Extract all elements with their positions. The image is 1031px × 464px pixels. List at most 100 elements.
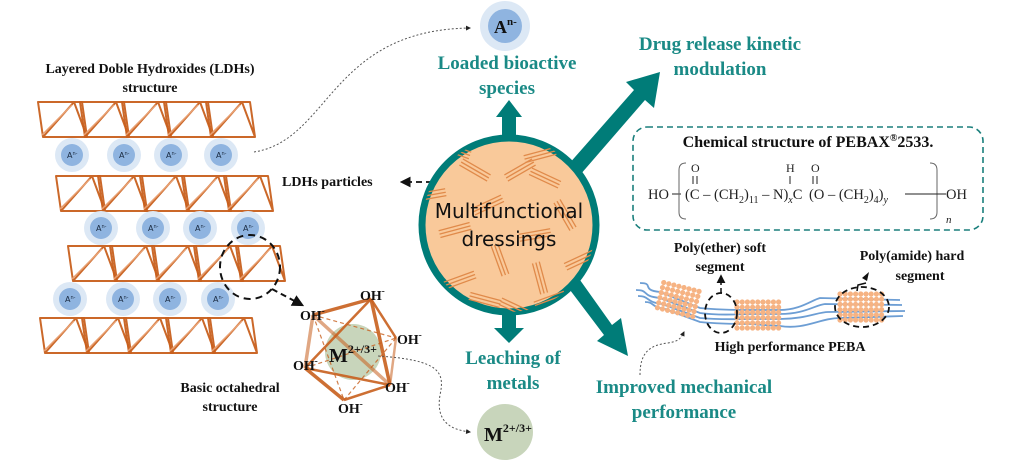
amide-bead — [668, 292, 674, 298]
octahedron-edge — [311, 313, 392, 387]
outcome-leaching: Leaching of metals M2+/3+ — [465, 348, 561, 460]
amide-bead — [776, 320, 782, 326]
octahedron-edge — [303, 314, 315, 369]
formula-ho: HO — [648, 187, 669, 203]
particle-sheet — [422, 191, 446, 199]
octahedral-unit: M2+/3+ OH-OH-OH-OH-OH-OH- Basic octahedr… — [180, 286, 471, 434]
particle-sheet — [469, 295, 501, 305]
amide-bead — [765, 315, 771, 321]
amide-bead — [847, 317, 854, 323]
amide-bead — [853, 296, 859, 302]
amide-bead — [837, 291, 843, 297]
amide-bead — [750, 325, 756, 331]
amide-bead — [666, 302, 672, 308]
zoom-circle — [219, 234, 281, 300]
amide-bead — [863, 301, 869, 307]
amide-bead — [750, 320, 756, 326]
anion-charge: n- — [72, 151, 77, 157]
octahedron-edges — [303, 297, 398, 402]
octahedron-diagonal — [185, 178, 217, 210]
hydroxide-label: OH- — [385, 378, 410, 396]
amide-bead — [868, 307, 874, 313]
amide-bead — [863, 296, 869, 302]
amide-bead — [659, 306, 666, 312]
octahedron-diagonal — [239, 248, 271, 280]
amide-bead — [739, 315, 745, 321]
outcome-mechanical: Improved mechanical performance — [596, 331, 772, 423]
ldh-particle — [490, 243, 510, 277]
anion-core — [210, 144, 232, 166]
particle-sheet — [501, 297, 532, 312]
octahedron-diagonal — [85, 320, 117, 352]
particle-sheet — [439, 225, 471, 235]
octahedron-diagonal — [71, 248, 103, 280]
dressing-label-line2: dressings — [462, 227, 557, 251]
amide-bead — [853, 312, 859, 318]
formula-n: n — [946, 214, 952, 226]
particle-sheet — [531, 167, 562, 183]
anion-charge: n- — [221, 151, 226, 157]
amide-bead — [879, 312, 885, 318]
particle-sheet — [528, 173, 559, 189]
amide-bead — [868, 312, 874, 318]
anion-label: An- — [67, 151, 78, 160]
amide-bead — [842, 317, 848, 323]
brucite-layer — [67, 245, 286, 282]
anion-core — [160, 144, 182, 166]
amide-bead — [696, 288, 702, 294]
dressing-label-line1: Multifunctional — [435, 199, 583, 223]
amide-bead — [671, 303, 677, 310]
ldh-particle — [459, 158, 491, 182]
anion-core — [61, 144, 83, 166]
amide-bead — [858, 296, 864, 302]
particle-sheet — [440, 228, 472, 239]
anion-label: An- — [65, 295, 76, 304]
amide-bead — [672, 298, 678, 305]
carbonyl-o-1: O — [691, 161, 700, 175]
ldh-particle — [498, 297, 532, 312]
particle-sheet — [443, 270, 475, 283]
ldh-particle — [422, 188, 447, 202]
hydroxide-charge: - — [315, 356, 318, 366]
amide-bead — [873, 291, 880, 297]
particle-sheet — [438, 221, 470, 232]
amide-bead — [676, 283, 682, 289]
particle-sheet — [505, 161, 535, 179]
anion-charge: n- — [170, 295, 175, 301]
anion-charge: n- — [218, 295, 223, 301]
amide-bead — [868, 317, 874, 323]
particle-sheet — [518, 228, 551, 235]
amide-bead — [685, 312, 691, 318]
amide-bead — [693, 298, 700, 305]
anion-charge: n- — [101, 224, 106, 230]
leaching-line2: metals — [487, 373, 540, 394]
particle-sheet — [422, 188, 446, 195]
polymer-chain — [639, 282, 901, 311]
amide-bead — [750, 309, 756, 315]
amide-bead — [853, 317, 859, 323]
amide-bead — [678, 295, 685, 301]
arrow-up-head — [496, 100, 522, 117]
amide-bead — [853, 307, 859, 313]
amide-bead — [658, 290, 664, 296]
arrow-up-shaft — [502, 115, 516, 140]
peba-chain: Poly(ether) soft segment Poly(amide) har… — [635, 241, 965, 355]
anion: An- — [136, 211, 170, 245]
octahedron-hidden-edge — [312, 314, 345, 401]
anion-label: An- — [216, 151, 227, 160]
amide-bead — [662, 296, 668, 302]
particle-sheet — [553, 202, 571, 231]
soft-segment-highlight — [704, 292, 738, 334]
amide-bead — [873, 312, 880, 318]
anion-label: An- — [166, 151, 177, 160]
ldh-particles-label: LDHs particles — [282, 175, 373, 190]
anion-core — [90, 217, 112, 239]
amide-bead — [677, 300, 683, 306]
leaching-line1: Leaching of — [465, 348, 561, 369]
anion: An- — [55, 138, 89, 172]
amide-bead — [760, 320, 766, 326]
amide-h: H — [786, 161, 795, 175]
octahedron-edge — [312, 297, 372, 317]
loaded-line2: species — [479, 78, 535, 99]
